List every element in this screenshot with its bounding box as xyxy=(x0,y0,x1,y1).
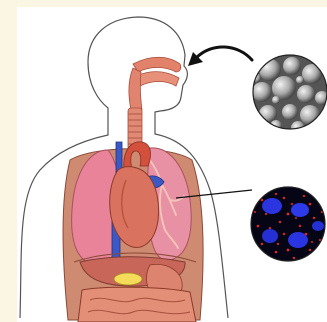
gallbladder xyxy=(114,273,142,285)
intestines xyxy=(78,287,196,322)
fluorescence-image-inset xyxy=(251,187,325,261)
throat xyxy=(129,68,142,110)
